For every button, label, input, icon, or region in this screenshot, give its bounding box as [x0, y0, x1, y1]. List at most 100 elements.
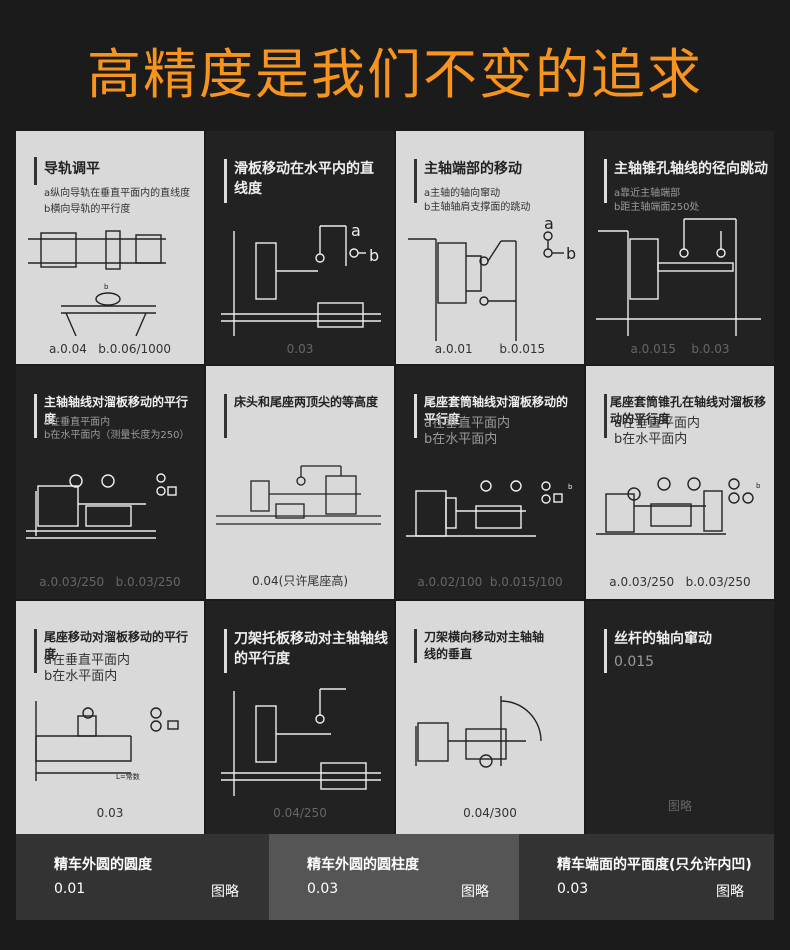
- value-a: a.0.02/100: [417, 575, 483, 589]
- toolpost-diagram: [221, 688, 381, 796]
- centers-height-diagram: [216, 465, 381, 525]
- value-a: a.0.03/250: [609, 575, 675, 589]
- cell-tailstock-taper-parallelism: 尾座套筒锥孔在轴线对溜板移动的平行度 a在垂直平面内 b在水平面内 b a.0.…: [586, 366, 774, 599]
- diagram-label-a: a: [544, 214, 554, 233]
- title-bar: [414, 159, 417, 203]
- cell-leadscrew-axial: 丝杆的轴向窜动 0.015 图略: [586, 601, 774, 834]
- cell-title: 尾座移动对溜板移动的平行度: [44, 630, 189, 661]
- cell-title: 主轴端部的移动: [424, 161, 522, 177]
- slide-diagram: a b: [221, 221, 381, 336]
- cell-title: 床头和尾座两顶尖的等高度: [234, 395, 379, 409]
- cell-values: a.0.04 b.0.06/1000: [16, 342, 204, 356]
- cell-title: 尾座套筒轴线对溜板移动的平行度: [424, 395, 569, 426]
- bottom-link: 图略: [211, 884, 239, 900]
- title-bar: [224, 394, 227, 438]
- bottom-value: 0.03: [307, 881, 339, 897]
- tailstock-quill-diagram: b: [406, 480, 573, 537]
- inspection-grid: 导轨调平 a纵向导轨在垂直平面内的直线度 b横向导轨的平行度 b a.0.04 …: [16, 131, 774, 834]
- cell-line-b: b主轴轴肩支撑面的跳动: [424, 202, 531, 213]
- value-b: b.0.03: [691, 342, 730, 356]
- spindle-parallelism-diagram: [26, 473, 177, 539]
- cell-values: a.0.02/100 b.0.015/100: [396, 575, 584, 589]
- cell-cross-slide-perpendicularity: 刀架横向移动对主轴轴线的垂直 0.04/300: [396, 601, 584, 834]
- diagram-label-b: b: [369, 246, 379, 265]
- value-b: b.0.06/1000: [98, 342, 172, 356]
- bottom-link: 图略: [716, 884, 744, 900]
- cell-line-a: a在垂直平面内: [44, 653, 130, 668]
- title-bar: [224, 159, 227, 203]
- cell-line-b: b横向导轨的平行度: [44, 204, 131, 215]
- cell-line-a: a靠近主轴端部: [614, 188, 681, 199]
- title-bar: [34, 394, 37, 438]
- bottom-item-cylindricity: 精车外圆的圆柱度 0.03 图略: [269, 834, 519, 920]
- cell-line-b: b在水平面内: [44, 669, 118, 684]
- cross-slide-diagram: [415, 696, 542, 768]
- cell-line-a: a纵向导轨在垂直平面内的直线度: [44, 188, 191, 199]
- cell-values: a.0.03/250 b.0.03/250: [586, 575, 774, 589]
- cell-value: 0.04/250: [273, 806, 327, 820]
- cell-line-a: 0.015: [614, 654, 655, 670]
- cell-line-b: b在水平面内（测量长度为250）: [44, 430, 190, 441]
- cell-title: 刀架横向移动对主轴轴线的垂直: [424, 630, 545, 661]
- cell-centers-height: 床头和尾座两顶尖的等高度 0.04(只许尾座高): [206, 366, 394, 599]
- bottom-title: 精车端面的平面度(只允许内凹): [557, 857, 752, 873]
- cell-title: 滑板移动在水平内的直线度: [234, 161, 374, 197]
- bottom-title: 精车外圆的圆度: [54, 857, 152, 873]
- diagram-label-b: b: [104, 283, 109, 291]
- cell-title: 丝杆的轴向窜动: [614, 631, 712, 647]
- cell-value: 0.04/300: [463, 806, 517, 820]
- guide-rail-diagram: b: [28, 230, 166, 337]
- cell-guide-rail-leveling: 导轨调平 a纵向导轨在垂直平面内的直线度 b横向导轨的平行度 b a.0.04 …: [16, 131, 204, 364]
- cell-values: a.0.01 b.0.015: [396, 342, 584, 356]
- title-bar: [604, 159, 607, 203]
- spindle-end-diagram: a b: [408, 214, 576, 341]
- value-b: b.0.015: [499, 342, 546, 356]
- title-bar: [414, 394, 417, 438]
- cell-line-b: b在水平面内: [614, 432, 688, 447]
- cell-line-a: a在垂直平面内: [44, 417, 111, 428]
- cell-values: a.0.03/250 b.0.03/250: [16, 575, 204, 589]
- bottom-link: 图略: [461, 884, 489, 900]
- value-b: b.0.015/100: [489, 575, 563, 589]
- value-b: b.0.03/250: [115, 575, 181, 589]
- cell-value: 图略: [667, 799, 692, 813]
- cell-line-b: b距主轴端面250处: [614, 202, 700, 213]
- taper-runout-diagram: [596, 218, 761, 336]
- diagram-label-b: b: [566, 244, 576, 263]
- title-bar: [604, 629, 607, 673]
- tailstock-taper-diagram: b: [596, 477, 761, 535]
- cell-tailstock-quill-parallelism: 尾座套筒轴线对溜板移动的平行度 a在垂直平面内 b在水平面内 b a.0.02/…: [396, 366, 584, 599]
- diagram-label-a: a: [351, 221, 361, 240]
- title-bar: [34, 157, 37, 185]
- diagram-label-b: b: [568, 483, 573, 491]
- cell-value: 0.04(只许尾座高): [251, 574, 349, 588]
- cell-line-b: b在水平面内: [424, 432, 498, 447]
- cell-value: 0.03: [96, 806, 124, 820]
- value-a: a.0.03/250: [39, 575, 105, 589]
- cell-line-a: a在垂直平面内: [424, 416, 510, 431]
- title-bar: [224, 629, 227, 673]
- cell-title: 尾座套筒锥孔在轴线对溜板移动的平行度: [610, 395, 767, 426]
- cell-line-a: a在垂直平面内: [614, 416, 700, 431]
- tailstock-movement-diagram: L=常数: [35, 701, 179, 781]
- cell-title: 主轴锥孔轴线的径向跳动: [614, 161, 768, 177]
- cell-title: 主轴轴线对溜板移动的平行度: [44, 395, 189, 426]
- value-a: a.0.04: [48, 342, 87, 356]
- cell-spindle-end-movement: 主轴端部的移动 a主轴的轴向窜动 b主轴轴肩支撑面的跳动 a b: [396, 131, 584, 364]
- bottom-item-flatness: 精车端面的平面度(只允许内凹) 0.03 图略: [519, 834, 774, 920]
- diagram-label-b: b: [756, 482, 761, 490]
- bottom-title: 精车外圆的圆柱度: [307, 857, 419, 873]
- cell-title: 刀架托板移动对主轴轴线的平行度: [234, 631, 388, 667]
- cell-spindle-taper-runout: 主轴锥孔轴线的径向跳动 a靠近主轴端部 b距主轴端面250处 a.0.015 b…: [586, 131, 774, 364]
- cell-slide-straightness: 滑板移动在水平内的直线度 a b 0.03: [206, 131, 394, 364]
- cell-toolpost-parallelism: 刀架托板移动对主轴轴线的平行度 0.04/250: [206, 601, 394, 834]
- title-bar: [604, 394, 607, 438]
- page-title: 高精度是我们不变的追求: [87, 43, 703, 106]
- bottom-value: 0.03: [557, 881, 589, 897]
- cell-title: 导轨调平: [44, 161, 100, 177]
- bottom-item-roundness: 精车外圆的圆度 0.01 图略: [16, 834, 269, 920]
- bottom-value: 0.01: [54, 881, 86, 897]
- title-bar: [34, 629, 37, 673]
- value-a: a.0.015: [630, 342, 677, 356]
- cell-tailstock-movement-parallelism: 尾座移动对溜板移动的平行度 a在垂直平面内 b在水平面内 L=常数 0.03: [16, 601, 204, 834]
